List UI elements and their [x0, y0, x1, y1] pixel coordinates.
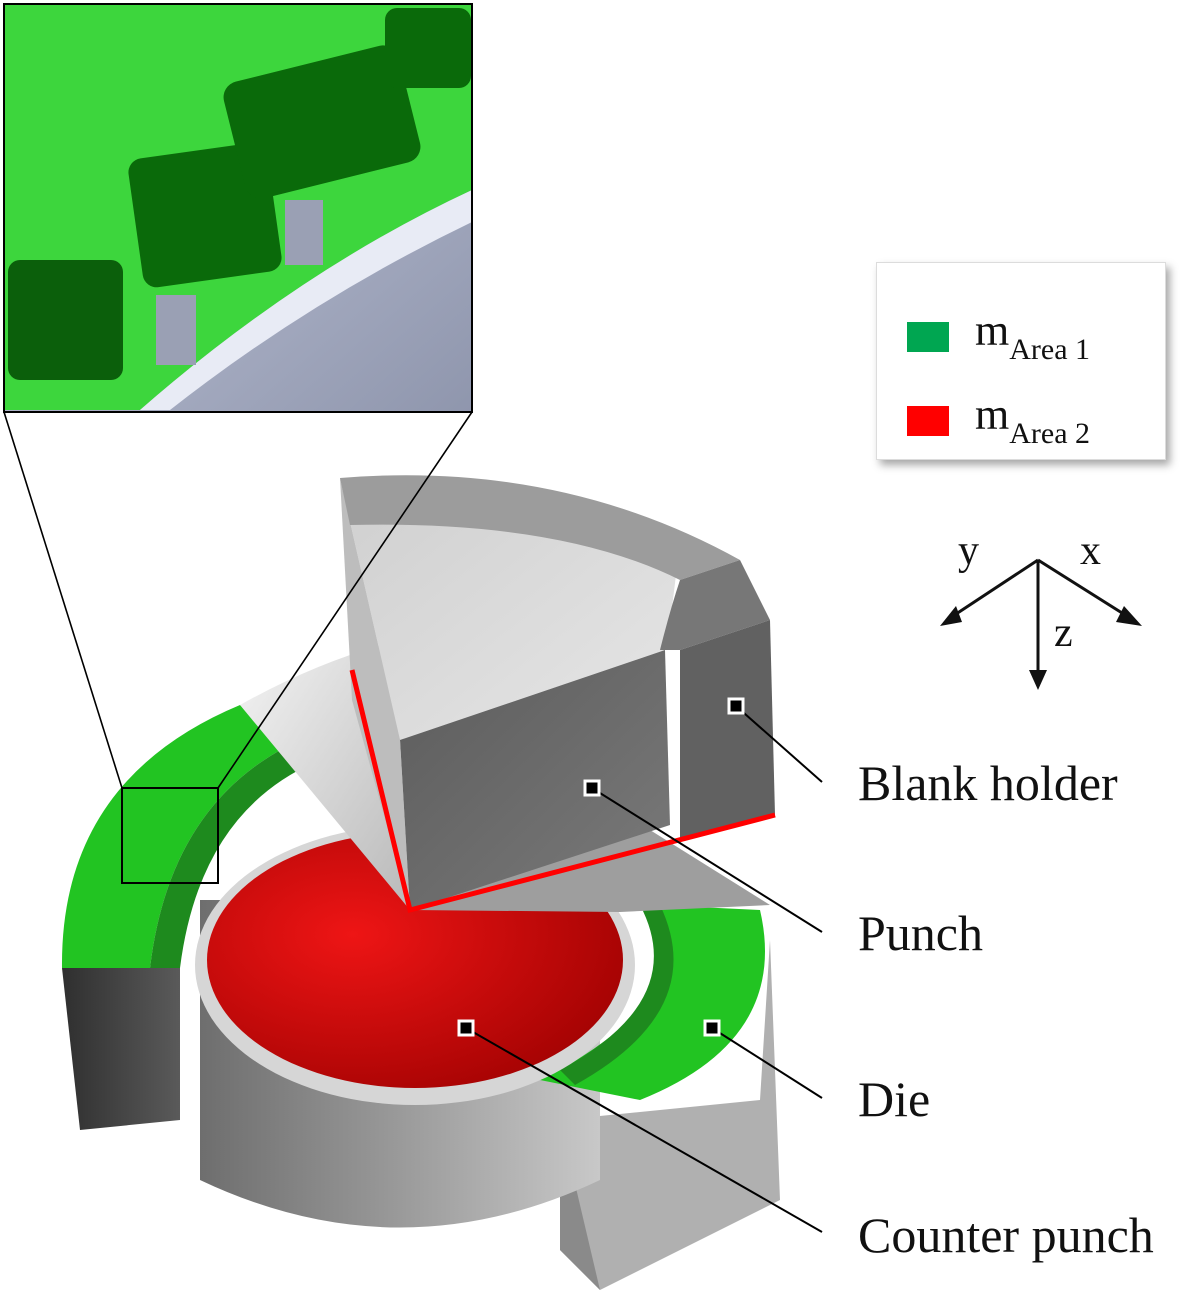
marker-die [703, 1019, 721, 1037]
marker-blank-holder [727, 697, 745, 715]
legend-item-area-2: mArea 2 [907, 393, 1090, 449]
legend-label-area-2: mArea 2 [975, 390, 1091, 450]
legend-swatch-area-1 [907, 322, 949, 352]
marker-punch [583, 779, 601, 797]
label-counter-punch: Counter punch [858, 1207, 1154, 1263]
legend-swatch-area-2 [907, 406, 949, 436]
zoom-source-box [121, 787, 219, 884]
axis-label-y: y [958, 528, 979, 574]
callout-markers [457, 697, 745, 1037]
label-die: Die [858, 1071, 931, 1127]
callout-leaders [465, 705, 823, 1233]
detail-zoom-inset [3, 3, 473, 413]
axis-triad [940, 558, 1142, 690]
label-punch: Punch [858, 905, 983, 961]
axis-label-z: z [1054, 610, 1073, 656]
area-2-edge-line [349, 669, 776, 914]
marker-counter-punch [457, 1019, 475, 1037]
legend-item-area-1: mArea 1 [907, 309, 1090, 365]
legend: mArea 1 mArea 2 [876, 262, 1166, 460]
legend-label-area-1: mArea 1 [975, 306, 1091, 366]
label-blank-holder: Blank holder [858, 755, 1118, 811]
axis-label-x: x [1080, 528, 1101, 574]
blank-holder [340, 475, 775, 840]
